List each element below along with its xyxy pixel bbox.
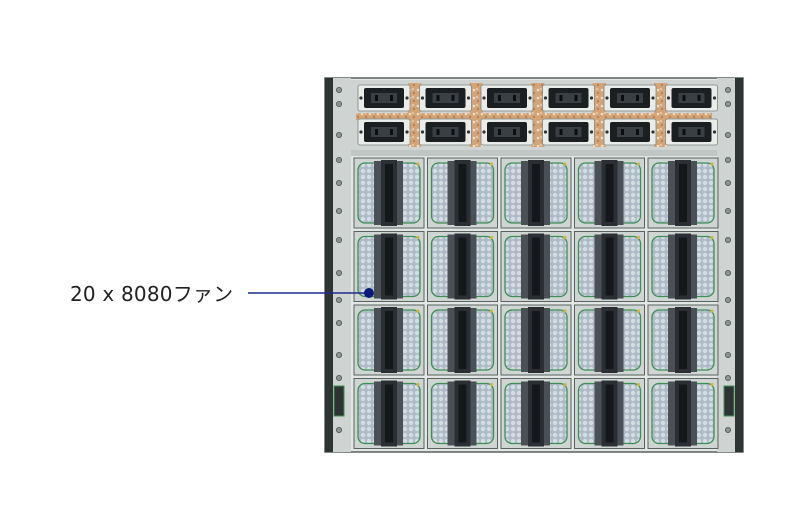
fan-status-led xyxy=(489,235,494,240)
screw xyxy=(335,319,342,326)
power-inlet[interactable] xyxy=(603,118,657,146)
power-inlet[interactable] xyxy=(665,84,718,112)
fan-status-led xyxy=(416,382,420,387)
power-inlet[interactable] xyxy=(542,118,595,146)
power-inlet[interactable] xyxy=(357,118,411,146)
right-rail xyxy=(735,78,743,452)
fan-module[interactable] xyxy=(427,378,498,449)
rail-screws xyxy=(335,87,732,433)
fan-module[interactable] xyxy=(353,304,425,376)
screw xyxy=(335,101,342,108)
fan-module[interactable] xyxy=(353,157,425,229)
fan-status-led xyxy=(710,382,714,387)
fan-module[interactable] xyxy=(574,378,645,449)
fan-status-led xyxy=(563,382,567,387)
screw xyxy=(725,426,732,433)
fan-status-led xyxy=(636,162,641,166)
screw xyxy=(335,351,342,358)
fan-module[interactable] xyxy=(647,231,719,302)
screw xyxy=(725,296,732,303)
fan-status-led xyxy=(416,309,420,313)
fan-module[interactable] xyxy=(500,157,572,229)
screw xyxy=(725,207,732,214)
fan-status-led xyxy=(416,235,420,240)
fan-module[interactable] xyxy=(500,231,572,302)
fan-module[interactable] xyxy=(574,304,645,376)
screw xyxy=(335,296,342,303)
callout-dot xyxy=(364,288,374,298)
screw xyxy=(335,374,342,381)
screw xyxy=(725,131,732,138)
left-flange xyxy=(333,78,351,452)
fan-status-led xyxy=(636,382,641,387)
power-inlet[interactable] xyxy=(665,118,718,146)
fan-module[interactable] xyxy=(647,157,719,229)
power-inlet[interactable] xyxy=(603,84,657,112)
fan-status-led xyxy=(710,162,714,166)
fan-module[interactable] xyxy=(647,378,719,449)
power-inlet[interactable] xyxy=(480,84,534,112)
fan-module[interactable] xyxy=(647,304,719,376)
fan-module[interactable] xyxy=(427,304,498,376)
screw xyxy=(725,156,732,163)
screw xyxy=(335,179,342,186)
fan-status-led xyxy=(489,309,494,313)
screw xyxy=(335,236,342,243)
fan-module[interactable] xyxy=(353,378,425,449)
power-inlet[interactable] xyxy=(357,84,411,112)
screw xyxy=(725,374,732,381)
screw xyxy=(725,269,732,276)
fan-status-led xyxy=(563,309,567,313)
screw xyxy=(725,236,732,243)
power-inlet[interactable] xyxy=(542,84,595,112)
power-inlets xyxy=(356,83,718,147)
screw xyxy=(725,179,732,186)
fan-status-led xyxy=(416,162,420,166)
fan-module[interactable] xyxy=(500,378,572,449)
screw xyxy=(335,131,342,138)
screw xyxy=(335,269,342,276)
fan-status-led xyxy=(563,235,567,240)
screw xyxy=(335,207,342,214)
screw xyxy=(725,319,732,326)
left-rail xyxy=(325,78,333,452)
power-inlet[interactable] xyxy=(480,118,534,146)
fan-status-led xyxy=(563,162,567,166)
fan-status-led xyxy=(636,309,641,313)
fan-status-led xyxy=(489,162,494,166)
screw xyxy=(725,351,732,358)
fan-module[interactable] xyxy=(574,157,645,229)
fan-module[interactable] xyxy=(574,231,645,302)
screw xyxy=(335,87,342,94)
screw xyxy=(725,87,732,94)
fan-status-led xyxy=(710,235,714,240)
power-inlet[interactable] xyxy=(419,84,472,112)
screw xyxy=(335,156,342,163)
fan-status-led xyxy=(489,382,494,387)
fan-status-led xyxy=(636,235,641,240)
fan-module[interactable] xyxy=(427,231,498,302)
screw xyxy=(335,426,342,433)
right-handle[interactable] xyxy=(723,385,735,417)
fan-status-led xyxy=(710,309,714,313)
fan-callout-label: 20 x 8080ファン xyxy=(70,282,234,306)
right-flange xyxy=(717,78,735,452)
fan-module[interactable] xyxy=(427,157,498,229)
power-inlet[interactable] xyxy=(419,118,472,146)
fan-module[interactable] xyxy=(500,304,572,376)
left-handle[interactable] xyxy=(333,385,345,417)
screw xyxy=(725,101,732,108)
fan-grid xyxy=(353,157,719,449)
